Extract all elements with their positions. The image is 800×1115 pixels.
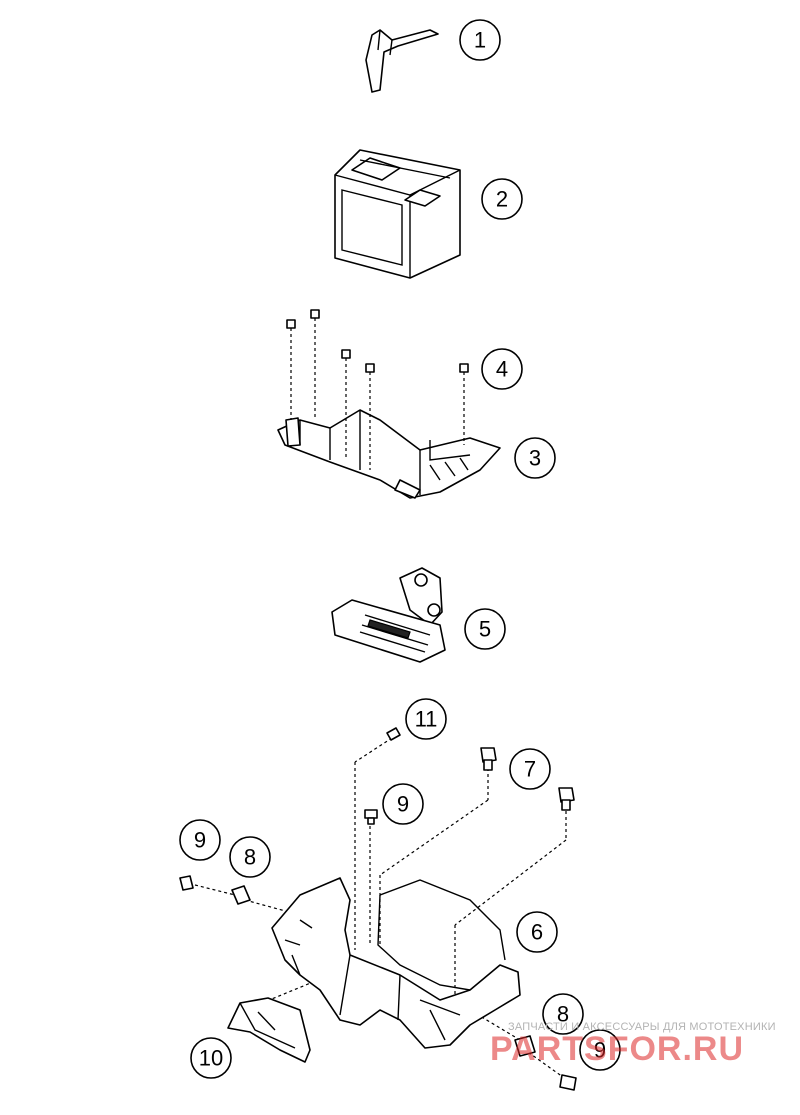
callout-1: 1 bbox=[459, 19, 501, 61]
part-screws bbox=[286, 309, 469, 470]
callout-6: 6 bbox=[516, 911, 558, 953]
svg-text:2: 2 bbox=[496, 187, 508, 212]
svg-text:1: 1 bbox=[474, 28, 486, 53]
part-battery-holder bbox=[277, 409, 501, 499]
callout-3: 3 bbox=[514, 437, 556, 479]
svg-text:5: 5 bbox=[479, 617, 491, 642]
svg-text:11: 11 bbox=[415, 707, 438, 732]
callout-9-top: 9 bbox=[382, 783, 424, 825]
leader-lines bbox=[194, 737, 571, 1083]
callout-9-left: 9 bbox=[179, 819, 221, 861]
svg-text:9: 9 bbox=[397, 792, 409, 817]
watermark-brand[interactable]: PARTSFOR.RU bbox=[490, 1030, 745, 1068]
part-clips bbox=[231, 885, 536, 1057]
callout-8-right: 8 bbox=[542, 993, 584, 1035]
part-lower-screws bbox=[179, 727, 577, 1091]
part-regulator bbox=[331, 567, 446, 663]
callout-9-right: 9 bbox=[579, 1029, 621, 1071]
callout-10: 10 bbox=[190, 1037, 232, 1079]
part-battery-box bbox=[271, 877, 521, 1049]
svg-text:6: 6 bbox=[531, 920, 543, 945]
callout-5: 5 bbox=[464, 608, 506, 650]
callout-8-left: 8 bbox=[229, 836, 271, 878]
svg-text:8: 8 bbox=[557, 1002, 569, 1027]
part-battery bbox=[334, 149, 461, 279]
svg-text:4: 4 bbox=[496, 357, 508, 382]
callout-4: 4 bbox=[481, 348, 523, 390]
watermark-tagline: ЗАПЧАСТИ И АКСЕССУАРЫ ДЛЯ МОТОТЕХНИКИ bbox=[508, 1021, 776, 1033]
svg-text:7: 7 bbox=[524, 757, 536, 782]
svg-text:8: 8 bbox=[244, 845, 256, 870]
svg-text:10: 10 bbox=[199, 1046, 223, 1071]
part-side-cover bbox=[227, 997, 311, 1063]
svg-text:9: 9 bbox=[594, 1038, 606, 1063]
callout-11: 11 bbox=[405, 698, 447, 740]
svg-text:3: 3 bbox=[529, 446, 541, 471]
svg-text:9: 9 bbox=[194, 828, 206, 853]
part-battery-strap bbox=[365, 29, 439, 93]
callout-2: 2 bbox=[481, 178, 523, 220]
callout-7: 7 bbox=[509, 748, 551, 790]
